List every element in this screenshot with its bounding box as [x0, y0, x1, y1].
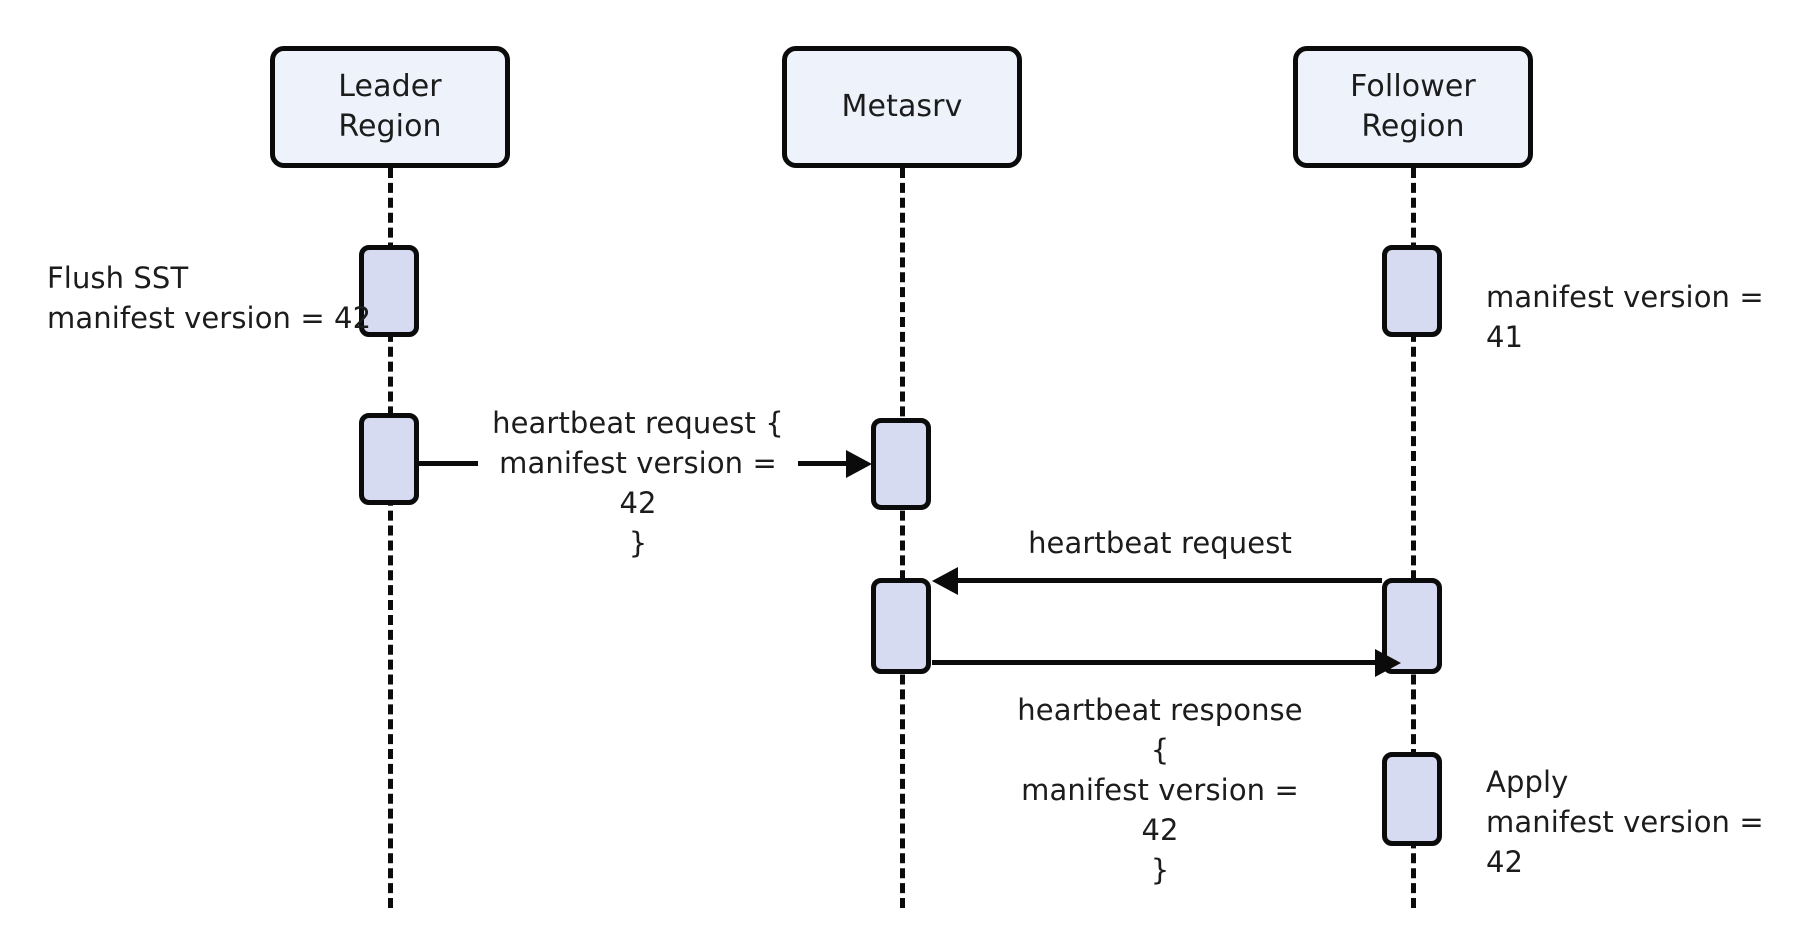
note-flush-sst: Flush SST manifest version = 42	[47, 261, 372, 336]
activation-metasrv-leader-heartbeat	[871, 418, 931, 510]
activation-follower-apply	[1382, 752, 1442, 846]
participant-metasrv-label: Metasrv	[841, 89, 963, 125]
arrowhead-follower-heartbeat-request	[932, 567, 958, 595]
lifeline-leader	[388, 168, 393, 908]
arrowhead-metasrv-heartbeat-response	[1375, 649, 1401, 677]
participant-follower-region[interactable]: Follower Region	[1293, 46, 1533, 168]
activation-follower-initial	[1382, 245, 1442, 337]
note-apply-manifest-version: Apply manifest version = 42	[1486, 765, 1764, 880]
message-line-follower-heartbeat-request	[938, 578, 1382, 583]
message-line-metasrv-heartbeat-response	[932, 660, 1376, 665]
message-label-follower-heartbeat-request: heartbeat request	[1000, 523, 1320, 564]
lifeline-metasrv	[900, 168, 905, 908]
note-follower-manifest-version: manifest version = 41	[1486, 280, 1764, 355]
participant-leader-region-label: Leader Region	[338, 69, 442, 144]
message-label-leader-heartbeat-request: heartbeat request { manifest version = 4…	[478, 403, 798, 564]
activation-leader-heartbeat	[359, 413, 419, 505]
participant-metasrv[interactable]: Metasrv	[782, 46, 1022, 168]
activation-metasrv-follower-heartbeat	[871, 578, 931, 674]
arrowhead-leader-heartbeat-request	[846, 450, 872, 478]
activation-leader-flush	[359, 245, 419, 337]
message-label-metasrv-heartbeat-response: heartbeat response { manifest version = …	[1000, 690, 1320, 891]
participant-follower-region-label: Follower Region	[1350, 69, 1476, 144]
lifeline-follower	[1411, 168, 1416, 908]
participant-leader-region[interactable]: Leader Region	[270, 46, 510, 168]
